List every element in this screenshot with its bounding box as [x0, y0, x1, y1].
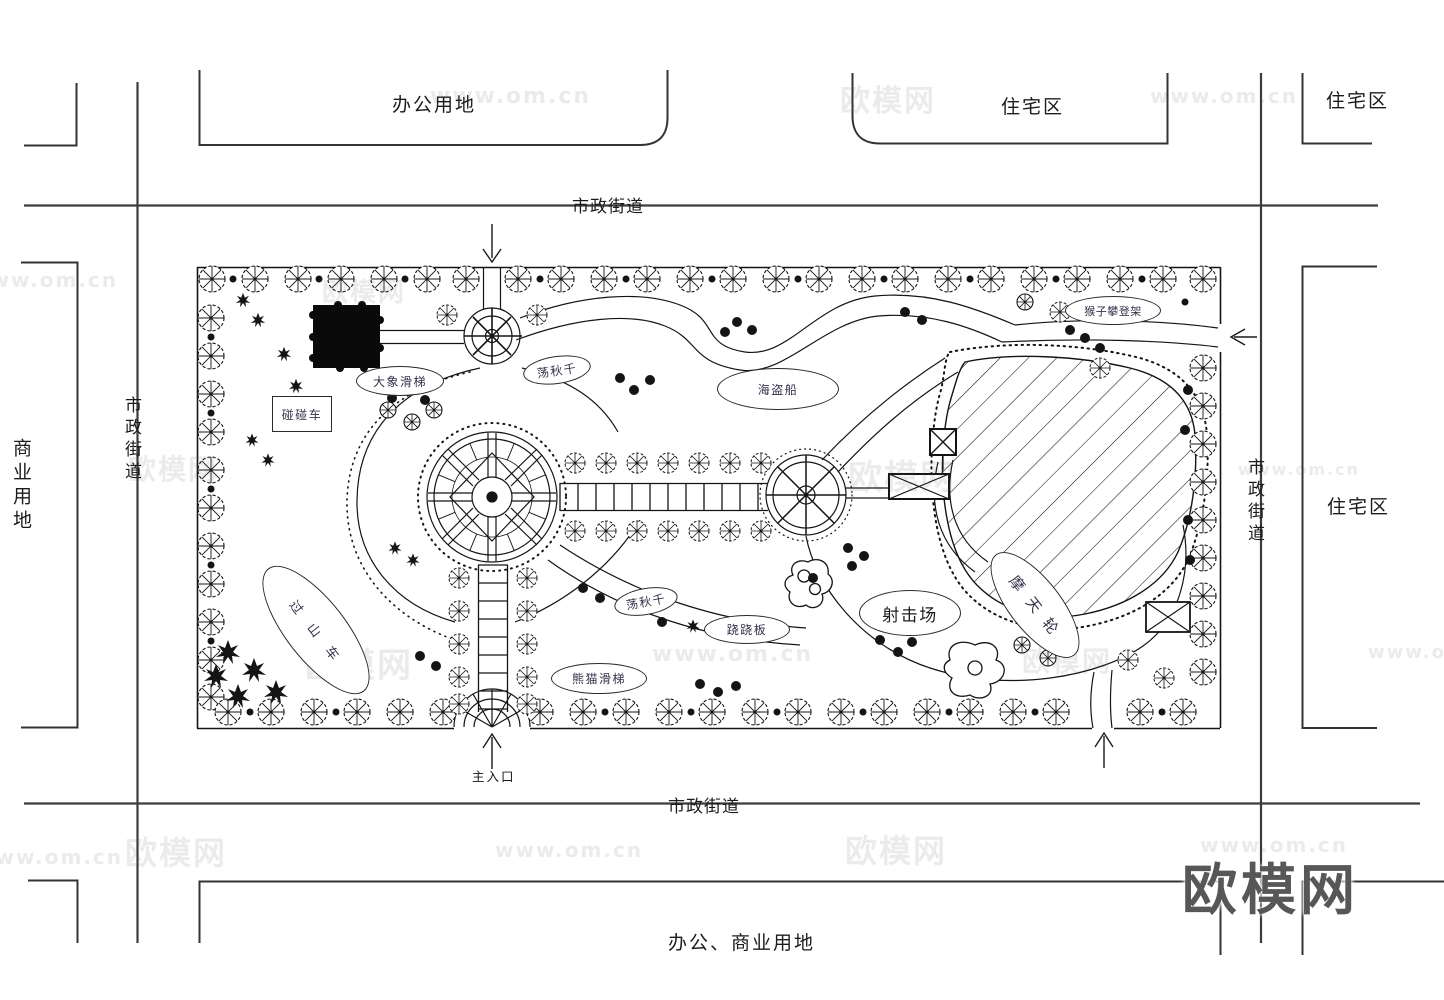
entrance-arrows	[482, 224, 1257, 769]
label-commercial-left: 商业用地	[10, 438, 32, 534]
label-residential-right: 住宅区	[1327, 496, 1391, 518]
central-plaza	[417, 422, 567, 572]
watermark-brand: 欧模网	[128, 453, 219, 486]
watermark-brand: 欧模网	[322, 278, 407, 308]
watermark-brand: 欧模网	[840, 84, 936, 119]
watermark-url: www.om.cn	[1150, 84, 1299, 108]
north-entrance-circle	[380, 267, 522, 365]
watermark-url: www.om.cn	[0, 268, 119, 292]
site-logo: 欧模网	[1182, 858, 1360, 922]
watermark-brand: 欧模网	[848, 458, 956, 498]
watermark-url: www.om.cn	[495, 838, 644, 862]
secondary-plaza	[759, 448, 889, 542]
label-seesaw: 跷跷板	[704, 615, 790, 644]
label-residential-top-right: 住宅区	[1326, 90, 1390, 112]
entrance-walkway	[477, 564, 509, 712]
rock-features	[784, 559, 1005, 699]
watermark-url: www.om.cn	[652, 642, 814, 667]
label-street-left: 市政街道	[121, 396, 141, 484]
lakeside-structure	[1145, 601, 1191, 633]
label-office-commercial-bottom: 办公、商业用地	[668, 932, 816, 954]
label-monkey-bars: 猴子攀登架	[1065, 296, 1161, 325]
label-pirate-ship: 海盗船	[717, 368, 839, 410]
watermark-url: www.om.cn	[430, 84, 592, 109]
park-boundary	[196, 266, 1222, 730]
label-panda-slide: 熊猫滑梯	[551, 663, 647, 694]
label-main-entrance: 主入口	[472, 769, 516, 784]
label-street-right: 市政街道	[1244, 458, 1264, 546]
label-shooting-range: 射击场	[859, 590, 961, 636]
building-block	[309, 301, 384, 372]
city-blocks	[21, 70, 1444, 955]
watermark-brand: 欧模网	[125, 834, 228, 872]
label-residential-top: 住宅区	[1001, 96, 1065, 118]
lake	[930, 343, 1209, 631]
service-building	[888, 473, 950, 500]
watermark-url: www.om.cn	[1200, 833, 1349, 857]
pavilion	[929, 428, 957, 470]
pergola-bridge	[559, 482, 768, 512]
street-lines	[24, 73, 1420, 943]
watermark-url: www.om.cn	[1368, 642, 1444, 663]
label-elephant-slide: 大象滑梯	[356, 366, 444, 396]
label-street-top: 市政街道	[572, 197, 644, 217]
label-bumper-cars: 碰碰车	[272, 396, 332, 432]
watermark-brand: 欧模网	[845, 832, 948, 870]
label-street-bottom: 市政街道	[668, 797, 740, 817]
watermark-url: www.om.cn	[1238, 460, 1361, 479]
label-office-top: 办公用地	[392, 94, 477, 116]
watermark-url: www.om.cn	[0, 845, 124, 869]
